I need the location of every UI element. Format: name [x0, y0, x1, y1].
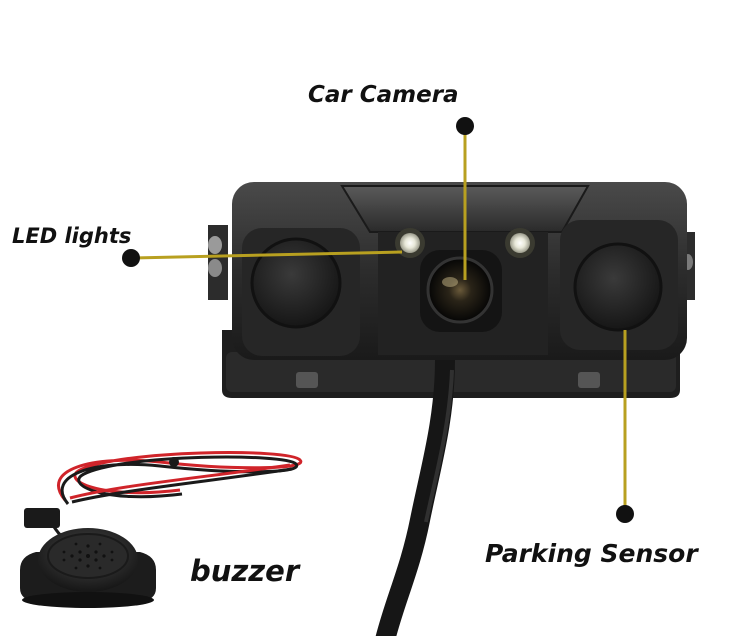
camera-pointer-dot — [456, 117, 474, 135]
buzzer-unit — [20, 528, 156, 608]
leader-lines — [132, 128, 627, 512]
left-parking-sensor — [250, 237, 342, 329]
right-led — [510, 233, 530, 253]
wire-connector — [24, 508, 60, 528]
car-camera-label: Car Camera — [308, 82, 459, 108]
left-led — [400, 233, 420, 253]
buzzer-label: buzzer — [190, 554, 300, 588]
camera-lens — [426, 256, 494, 324]
led-pointer-dot — [122, 249, 140, 267]
parking-sensor-label: Parking Sensor — [485, 539, 698, 568]
camera-cable — [375, 350, 455, 636]
right-parking-sensor — [573, 242, 663, 332]
led-lights-label: LED lights — [12, 224, 132, 248]
sensor-pointer-dot — [616, 505, 634, 523]
buzzer-wires — [48, 451, 303, 547]
